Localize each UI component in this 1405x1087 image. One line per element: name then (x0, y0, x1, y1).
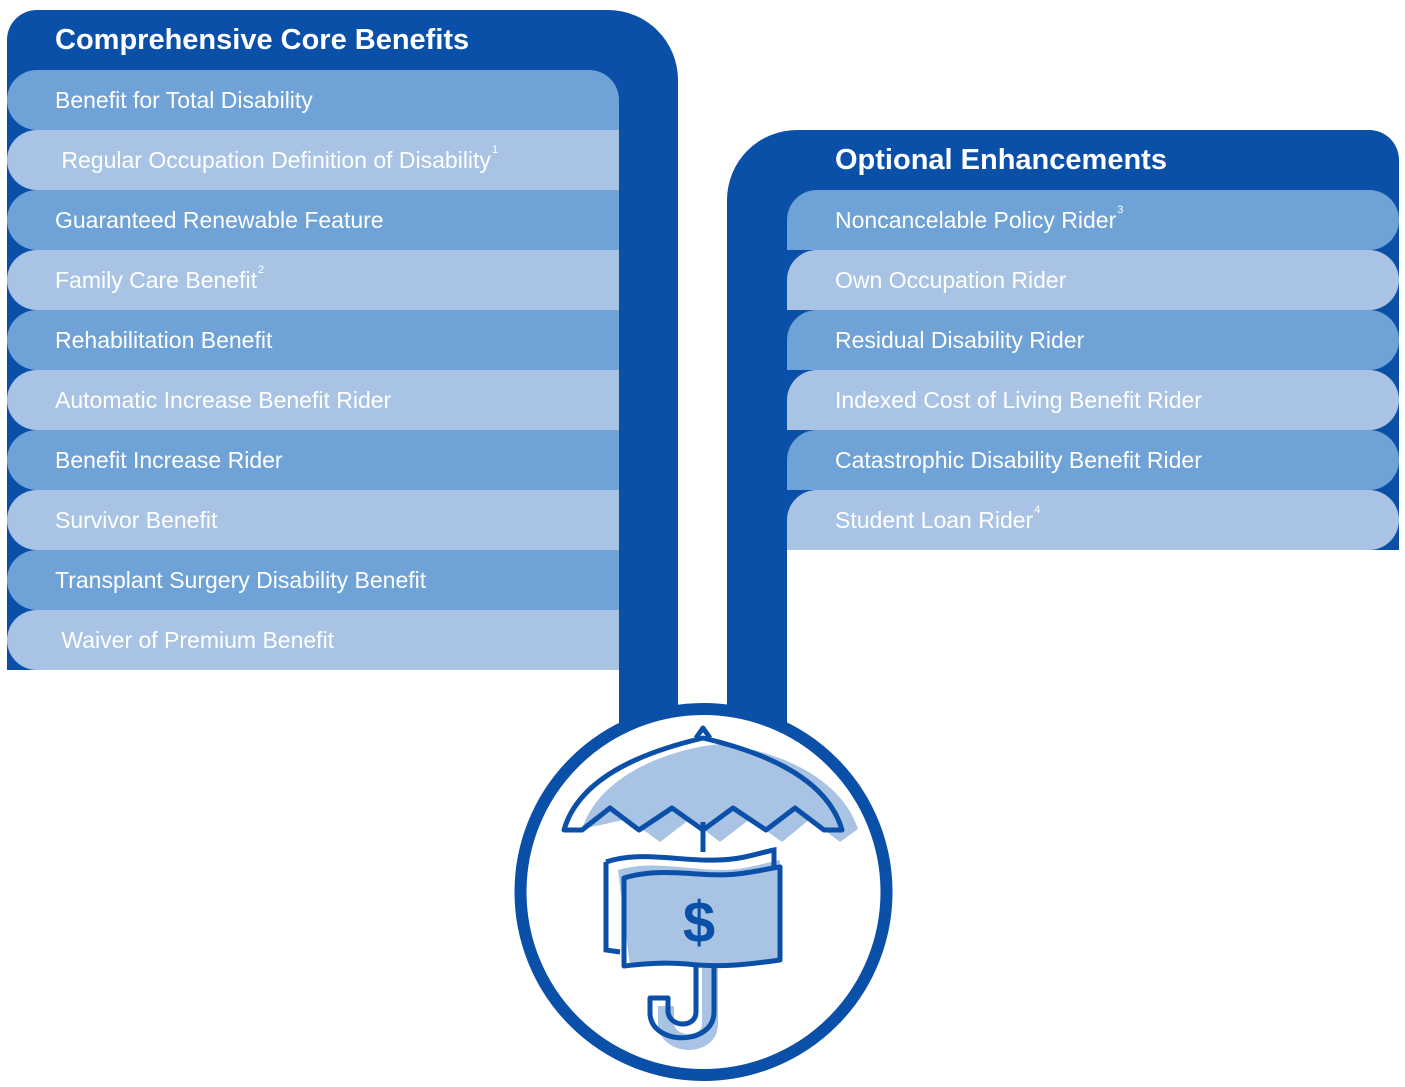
core-benefit-item: Benefit for Total Disability (7, 70, 619, 130)
core-benefit-item: Regular Occupation Definition of Disabil… (7, 130, 619, 190)
core-benefits-title: Comprehensive Core Benefits (55, 24, 470, 56)
core-benefit-item: Transplant Surgery Disability Benefit (7, 550, 619, 610)
optional-enhancement-item: Indexed Cost of Living Benefit Rider (787, 370, 1399, 430)
core-benefit-item: Survivor Benefit (7, 490, 619, 550)
frame-cutout (0, 670, 619, 750)
optional-enhancement-item: Own Occupation Rider (787, 250, 1399, 310)
frame-cutout (787, 550, 1405, 750)
optional-enhancement-item: Catastrophic Disability Benefit Rider (787, 430, 1399, 490)
optional-enhancement-item: Student Loan Rider4 (787, 490, 1399, 550)
optional-enhancement-item: Residual Disability Rider (787, 310, 1399, 370)
umbrella-dollar-icon: $ (512, 702, 895, 1082)
optional-enhancements-title: Optional Enhancements (835, 144, 1167, 176)
dollar-sign: $ (683, 890, 715, 955)
core-benefit-item: Automatic Increase Benefit Rider (7, 370, 619, 430)
core-benefit-item: Family Care Benefit2 (7, 250, 619, 310)
core-benefit-item: Benefit Increase Rider (7, 430, 619, 490)
optional-enhancement-item: Noncancelable Policy Rider3 (787, 190, 1399, 250)
core-benefit-item: Waiver of Premium Benefit (7, 610, 619, 670)
core-benefit-item: Rehabilitation Benefit (7, 310, 619, 370)
core-benefit-item: Guaranteed Renewable Feature (7, 190, 619, 250)
